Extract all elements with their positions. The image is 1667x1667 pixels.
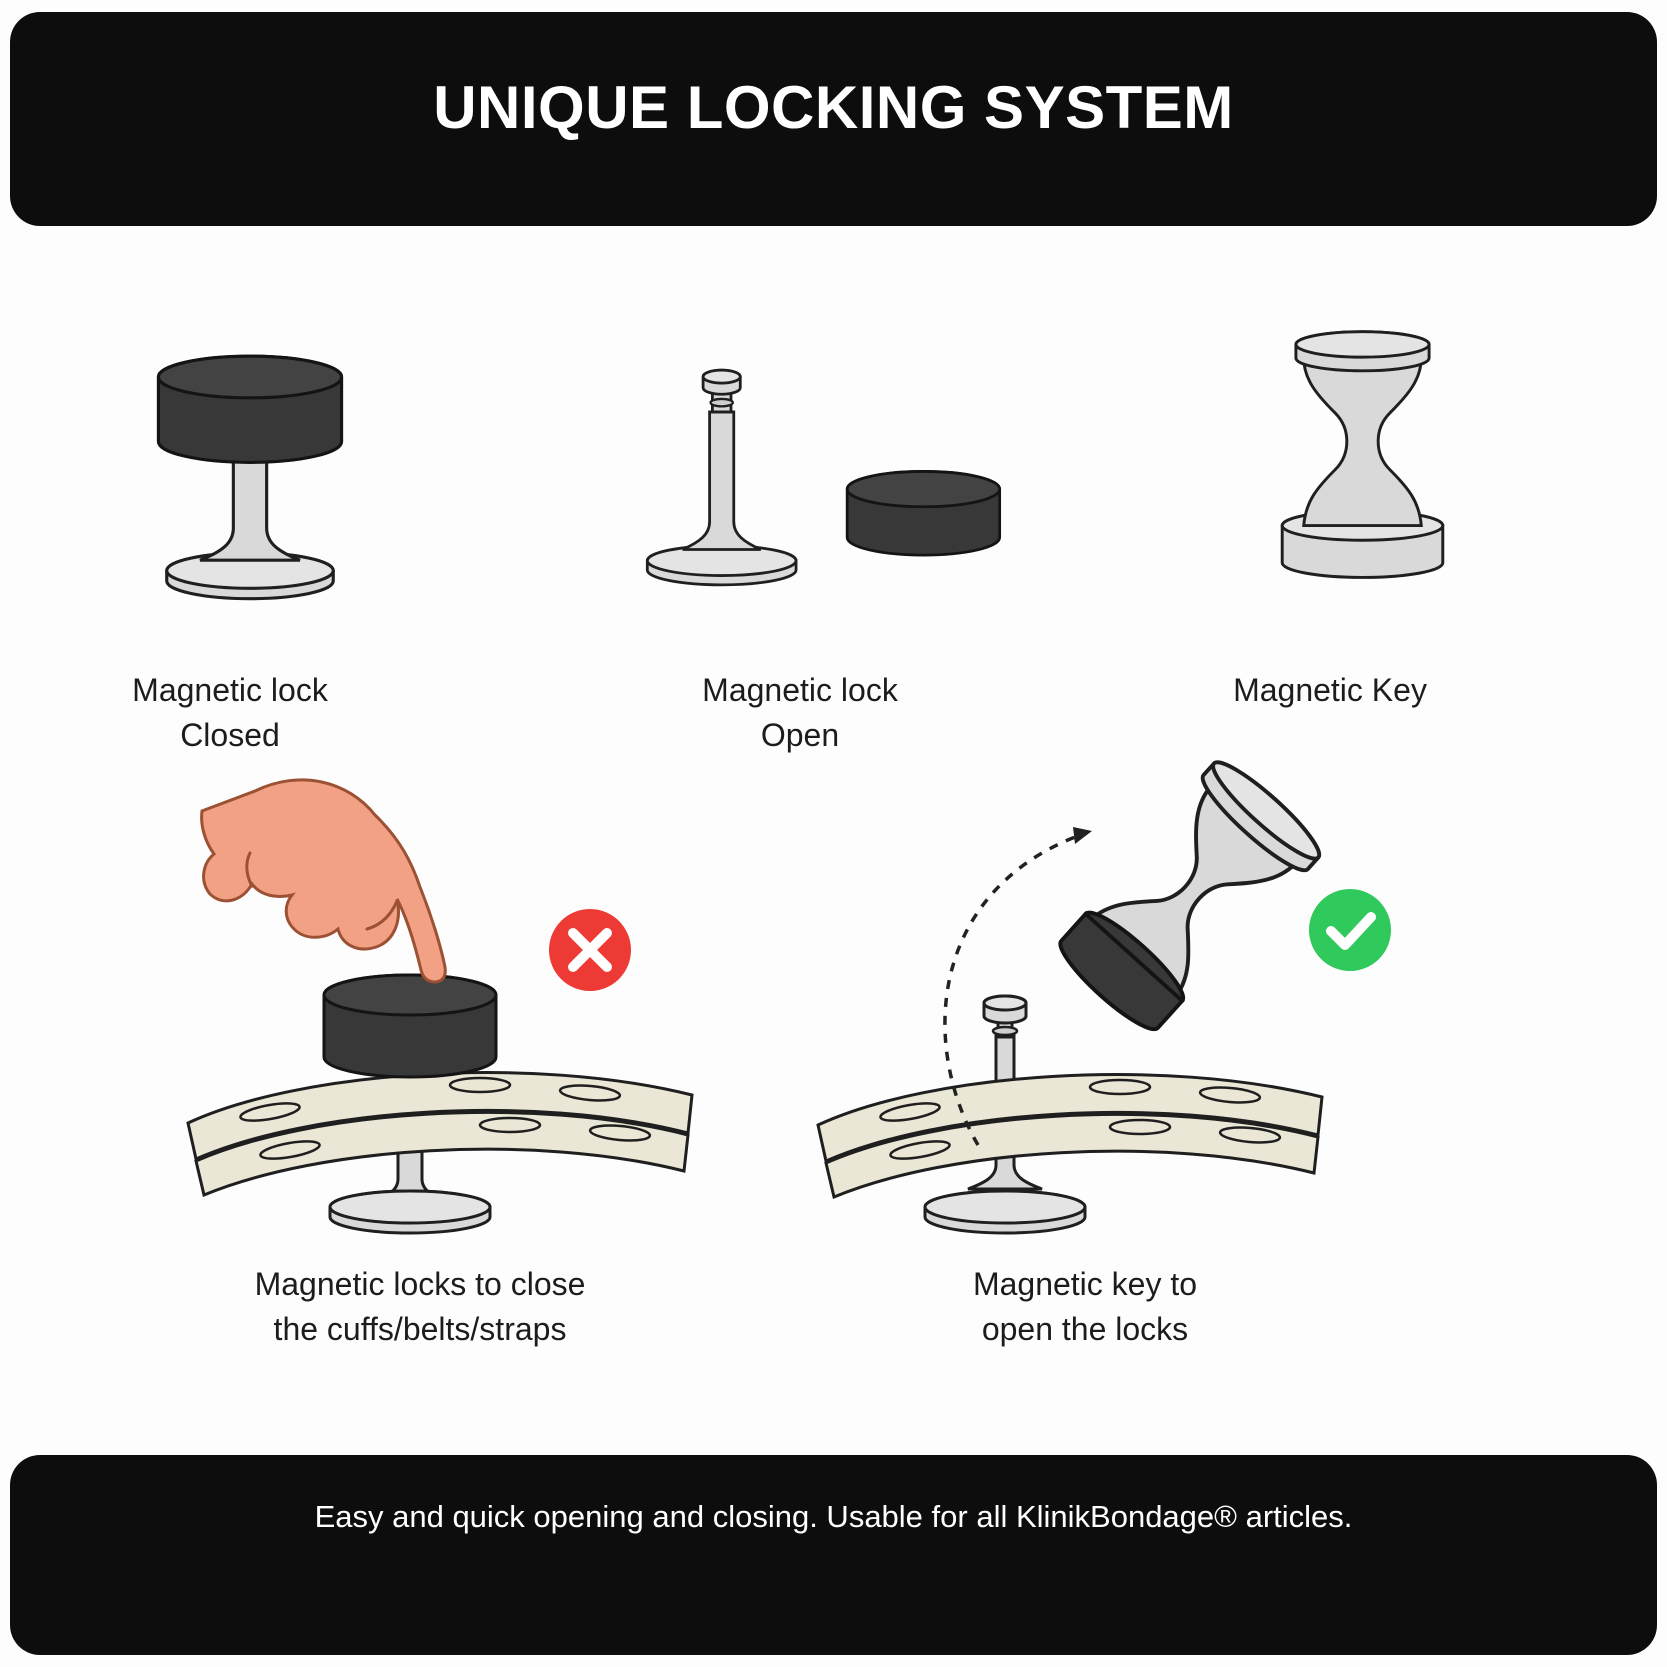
key-top-face [1294,330,1431,359]
hand-crease [365,899,399,931]
lock-stem [199,453,301,562]
strap-slot [1218,1126,1282,1144]
strap-bottom [194,1110,690,1198]
strap-slot [448,1076,512,1094]
caption-line: Magnetic Key [1233,672,1427,708]
arrow-head [1073,827,1092,844]
header-banner: UNIQUE LOCKING SYSTEM [10,12,1657,226]
caption-close-demo: Magnetic locks to close the cuffs/belts/… [120,1262,720,1352]
footer-text: Easy and quick opening and closing. Usab… [314,1499,1353,1534]
caption-line: Magnetic lock [132,672,328,708]
lock-cap-top [156,354,344,400]
magnetic-key-illustration [1280,330,1445,579]
strap-slot [889,1140,951,1160]
strap-top [816,1073,1324,1164]
open-demo-illustration [816,760,1391,1235]
caption-line: Closed [180,716,280,753]
strap-slot [239,1102,301,1122]
pin-head-top [701,368,742,385]
caption-line: Magnetic locks to close [254,1266,586,1302]
strap-slot [1198,1086,1262,1104]
footer-banner: Easy and quick opening and closing. Usab… [10,1455,1657,1655]
caption-line: Open [760,716,840,753]
pin-stem [682,410,762,551]
close-demo-illustration [186,778,694,1235]
hand-crease [245,851,254,888]
magnetic-lock-closed-illustration [156,354,344,601]
lock-base-top [328,1189,492,1225]
caption-line: open the locks [981,1310,1189,1347]
caption-magnetic-key: Magnetic Key [1130,668,1530,713]
key-body [1302,356,1423,528]
pin-base-top [923,1189,1087,1225]
x-mark [568,928,612,972]
check-mark [1326,912,1376,950]
tilted-key-with-cap [1058,760,1322,1032]
success-icon [1309,889,1391,971]
hand-pressing [200,778,447,984]
strap-slot [879,1102,941,1122]
key-top-face [1211,760,1322,861]
caption-lock-open: Magnetic lock Open [600,668,1000,758]
strap-slot [259,1140,321,1160]
strap-slot [1108,1118,1172,1136]
caption-line: the cuffs/belts/straps [273,1310,567,1347]
caption-lock-closed: Magnetic lock Closed [30,668,430,758]
strap-slot [478,1116,542,1134]
cap-separate-top [845,470,1002,509]
dashed-curved-arrow [943,835,1076,1146]
pin-head-top [982,994,1028,1012]
caption-line: Magnetic lock [702,672,898,708]
attached-cap [1058,911,1185,1032]
magnetic-lock-open-illustration [645,368,1002,587]
caption-line: Magnetic key to [972,1266,1198,1302]
page-title: UNIQUE LOCKING SYSTEM [433,73,1234,141]
strap-slot [1088,1078,1152,1096]
pin-groove [991,1025,1019,1037]
strap-slot [588,1124,652,1142]
pin-groove [709,397,735,408]
strap-slot [558,1084,622,1102]
lock-cap-top [322,973,498,1017]
caption-open-demo: Magnetic key to open the locks [785,1262,1385,1352]
